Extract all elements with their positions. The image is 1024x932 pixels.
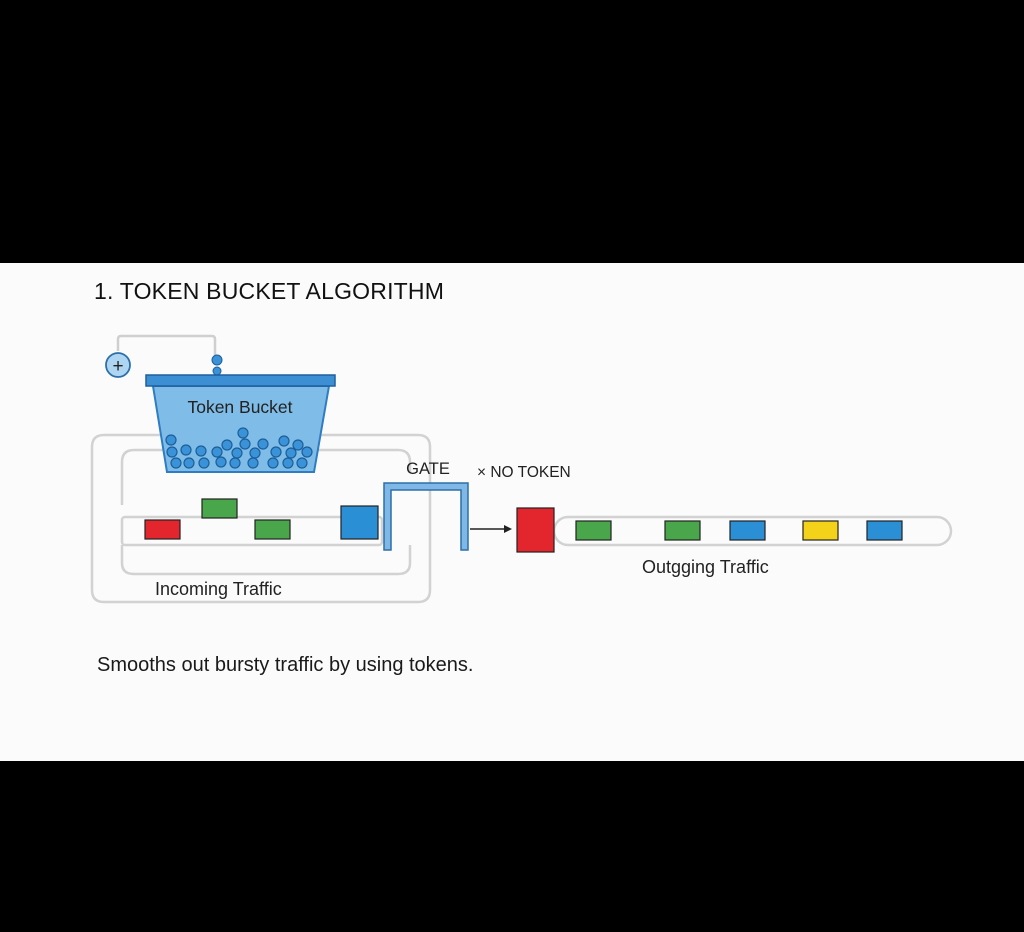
token	[279, 436, 289, 446]
outgoing-packet	[730, 521, 765, 540]
caption: Smooths out bursty traffic by using toke…	[97, 654, 473, 677]
gate: GATE	[384, 460, 468, 550]
incoming-inner-loop	[122, 450, 170, 505]
outgoing-packet	[665, 521, 700, 540]
token	[250, 448, 260, 458]
token	[268, 458, 278, 468]
token	[286, 448, 296, 458]
outgoing-packet	[803, 521, 838, 540]
add-symbol: +	[112, 356, 123, 377]
token	[293, 440, 303, 450]
incoming-packet	[145, 520, 180, 539]
token	[181, 445, 191, 455]
falling-token	[212, 355, 222, 365]
token	[184, 458, 194, 468]
token	[297, 458, 307, 468]
gate-frame	[384, 483, 468, 550]
outgoing-packet	[517, 508, 554, 552]
token	[240, 439, 250, 449]
letterbox-top	[0, 0, 1024, 263]
outgoing-traffic-label: Outgging Traffic	[642, 557, 769, 577]
outgoing-packet	[576, 521, 611, 540]
token	[271, 447, 281, 457]
bucket-rim	[146, 375, 335, 386]
token	[230, 458, 240, 468]
no-token-status: × NO TOKEN	[477, 464, 571, 481]
token	[302, 447, 312, 457]
token	[248, 458, 258, 468]
token	[167, 447, 177, 457]
incoming-packet	[202, 499, 237, 518]
token-bucket-diagram: + Token Bucket	[0, 263, 1024, 761]
token-supply-pipe	[118, 336, 215, 355]
incoming-lower-return	[122, 545, 410, 574]
incoming-traffic-label: Incoming Traffic	[155, 579, 282, 599]
token	[196, 446, 206, 456]
token	[222, 440, 232, 450]
outgoing-packet	[867, 521, 902, 540]
incoming-inner-loop-right	[312, 450, 410, 473]
token	[199, 458, 209, 468]
token	[216, 457, 226, 467]
token	[212, 447, 222, 457]
token-bucket: Token Bucket	[146, 375, 335, 472]
add-token-icon: +	[106, 353, 130, 377]
bucket-label: Token Bucket	[187, 397, 292, 417]
token	[283, 458, 293, 468]
arrow-icon	[470, 525, 512, 533]
token	[258, 439, 268, 449]
diagram-panel: 1. TOKEN BUCKET ALGORITHM + Token Bucket	[0, 263, 1024, 761]
gate-label: GATE	[406, 460, 450, 478]
incoming-packet	[255, 520, 290, 539]
letterbox-bottom	[0, 761, 1024, 932]
token	[232, 448, 242, 458]
token	[238, 428, 248, 438]
incoming-packet	[341, 506, 378, 539]
token	[171, 458, 181, 468]
falling-token	[213, 367, 221, 375]
token	[166, 435, 176, 445]
